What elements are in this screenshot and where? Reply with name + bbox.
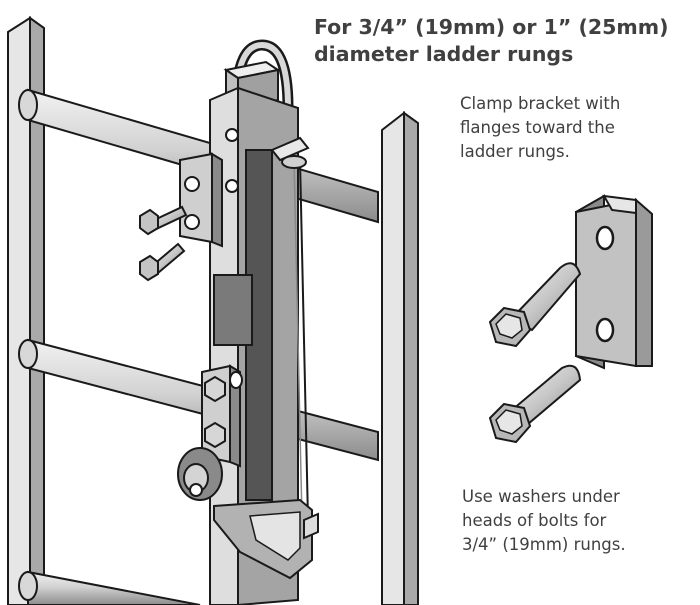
clamp-bracket-callout-line-1: Clamp bracket with <box>460 94 621 113</box>
bottom-stop-bracket <box>213 498 319 580</box>
detent-pin <box>270 136 310 169</box>
ladder-rung-bottom <box>18 570 201 605</box>
middle-clamp-bracket <box>201 364 243 468</box>
rail-roller <box>177 447 223 501</box>
right-ladder-rail <box>381 110 419 605</box>
clamp-bracket-callout-line-3: ladder rungs. <box>460 142 570 161</box>
page-heading: For 3/4” (19mm) or 1” (25mm) diameter la… <box>314 14 700 68</box>
left-ladder-rail <box>7 16 45 605</box>
heading-line-1: For 3/4” (19mm) or 1” (25mm) <box>314 15 669 39</box>
washers-callout-line-2: heads of bolts for <box>462 511 607 530</box>
clamp-bracket-detail <box>575 194 653 370</box>
detail-bolt-upper <box>488 262 582 348</box>
clamp-bracket-callout-line-2: flanges toward the <box>460 118 615 137</box>
heading-line-2: diameter ladder rungs <box>314 42 574 66</box>
loose-bolt-lower <box>139 242 186 282</box>
washers-callout-line-3: 3/4” (19mm) rungs. <box>462 535 626 554</box>
washers-callout-line-1: Use washers under <box>462 487 620 506</box>
detail-bolt-lower <box>488 364 582 444</box>
top-clamp-bracket <box>179 152 223 248</box>
clamp-bracket-callout: Clamp bracket with flanges toward the la… <box>460 92 620 164</box>
ladder-rung-middle <box>18 338 379 462</box>
loose-bolt-upper <box>139 205 188 236</box>
washers-callout: Use washers under heads of bolts for 3/4… <box>462 485 626 557</box>
